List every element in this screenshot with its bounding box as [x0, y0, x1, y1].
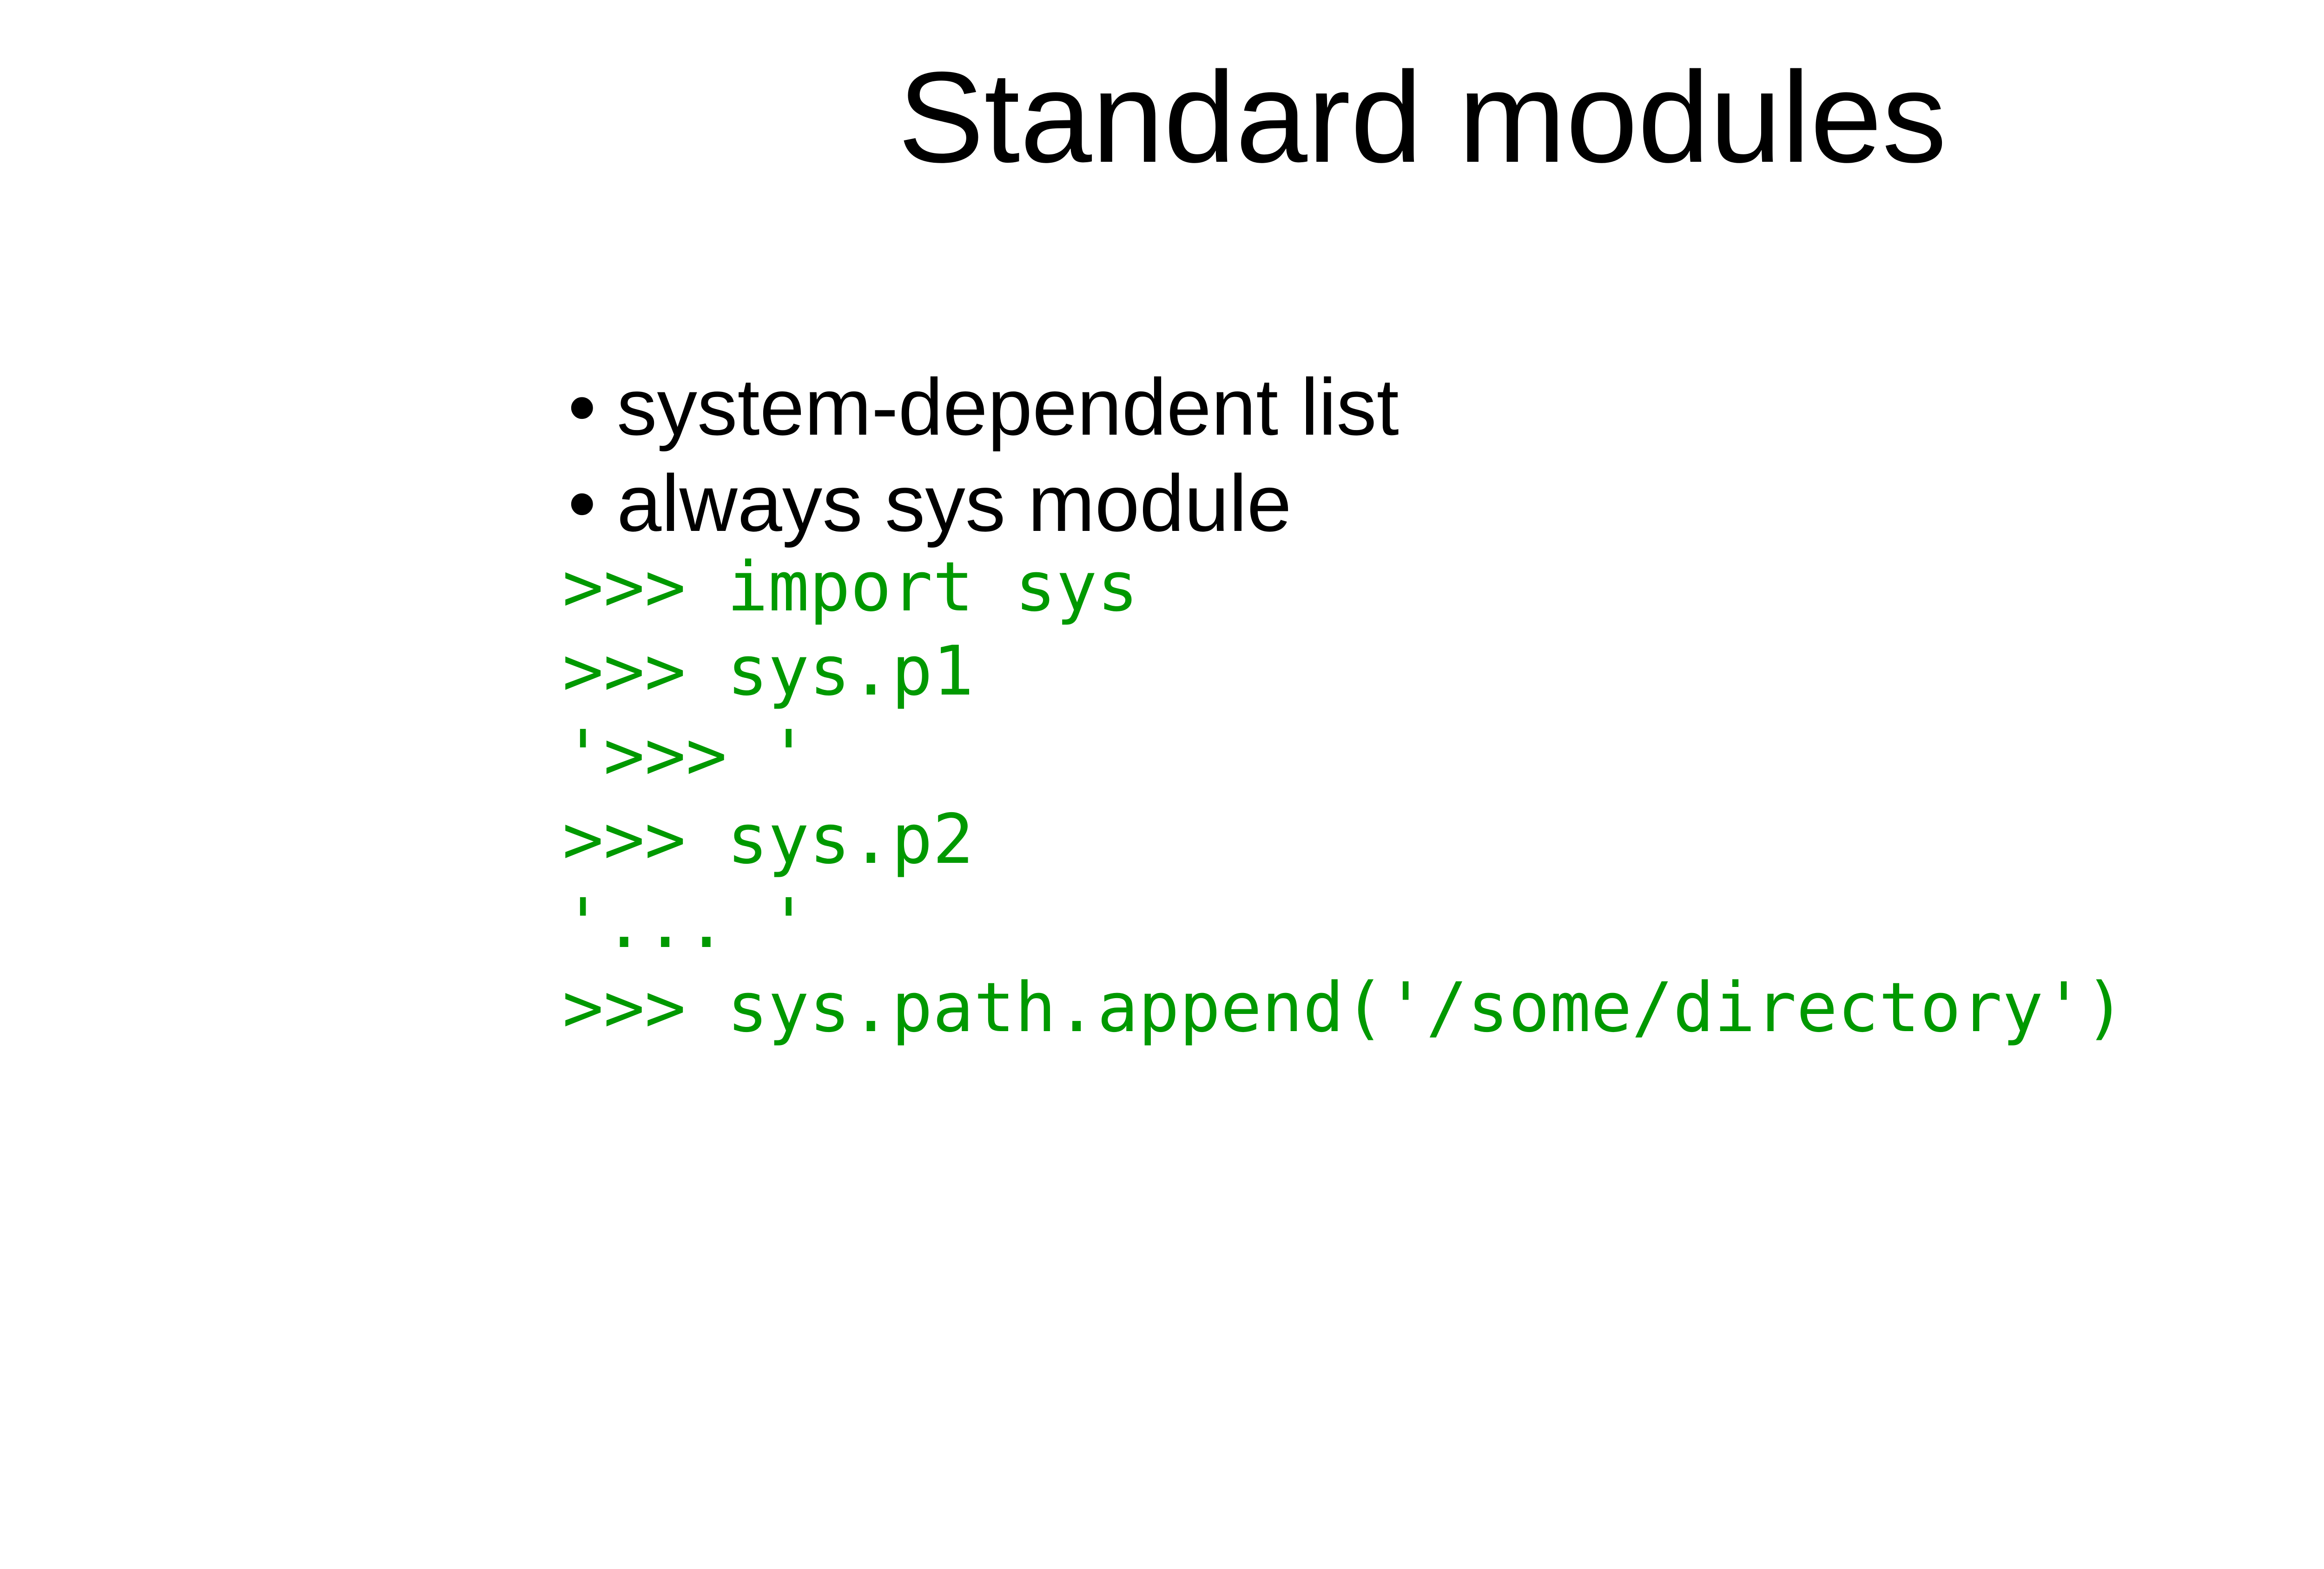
slide-title: Standard modules: [898, 45, 1947, 189]
bullet-icon: •: [568, 458, 596, 548]
code-line: >>> sys.p2: [562, 800, 974, 879]
bullet-text: system-dependent list: [617, 362, 1399, 452]
code-line: >>> import sys: [562, 547, 1139, 627]
code-line: >>> sys.path.append('/some/directory'): [562, 968, 2126, 1047]
code-line: '>>> ': [562, 715, 810, 795]
code-block: >>> import sys>>> sys.p1'>>> '>>> sys.p2…: [562, 545, 2126, 1050]
bullet-icon: •: [568, 362, 596, 452]
bullet-text: always sys module: [617, 458, 1292, 548]
code-line: >>> sys.p1: [562, 631, 974, 711]
bullet-list: • system-dependent list • always sys mod…: [568, 359, 1399, 551]
code-line: '... ': [562, 884, 810, 963]
list-item: • system-dependent list: [568, 359, 1399, 455]
list-item: • always sys module: [568, 455, 1399, 551]
